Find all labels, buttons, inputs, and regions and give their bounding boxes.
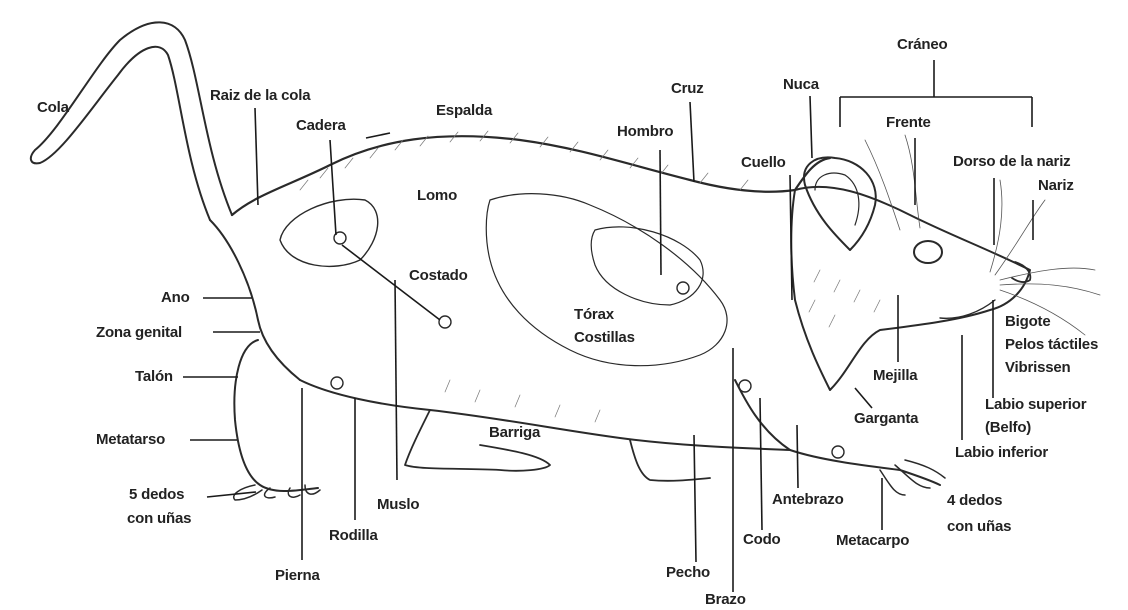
label-labio-inferior: Labio inferior xyxy=(955,444,1048,462)
label-espalda: Espalda xyxy=(436,102,492,120)
hip-contour xyxy=(280,199,378,266)
body-outline-rump xyxy=(210,220,300,380)
tail-outline xyxy=(31,22,232,220)
label-garganta: Garganta xyxy=(854,410,918,428)
ear-outline xyxy=(804,157,876,250)
eye xyxy=(914,241,942,263)
label-pecho: Pecho xyxy=(666,564,710,582)
label-hombro: Hombro xyxy=(617,123,673,141)
label-brazo: Brazo xyxy=(705,591,746,609)
label-codo: Codo xyxy=(743,531,781,549)
label-cruz: Cruz xyxy=(671,80,704,98)
label-frente: Frente xyxy=(886,114,931,132)
label-dorso-nariz: Dorso de la nariz xyxy=(953,153,1070,171)
label-raiz-cola: Raiz de la cola xyxy=(210,87,310,105)
label-muslo: Muslo xyxy=(377,496,419,514)
label-dedos-pata-1: 5 dedos xyxy=(129,486,184,504)
label-metacarpo: Metacarpo xyxy=(836,532,909,550)
label-bigote: Bigote xyxy=(1005,313,1050,331)
body-outline-belly xyxy=(300,380,790,450)
label-zona-genital: Zona genital xyxy=(96,324,182,342)
label-pelos-tactiles: Pelos táctiles xyxy=(1005,336,1098,354)
label-mejilla: Mejilla xyxy=(873,367,917,385)
front-leg xyxy=(735,380,940,485)
label-pierna: Pierna xyxy=(275,567,320,585)
label-torax: Tórax xyxy=(574,306,614,324)
label-dedos-mano-2: con uñas xyxy=(947,518,1011,536)
label-nariz: Nariz xyxy=(1038,177,1074,195)
mouth-line xyxy=(940,300,995,318)
label-dedos-pata-2: con uñas xyxy=(127,510,191,528)
label-nuca: Nuca xyxy=(783,76,819,94)
label-rodilla: Rodilla xyxy=(329,527,378,545)
label-cola: Cola xyxy=(37,99,69,117)
label-barriga: Barriga xyxy=(489,424,540,442)
label-costado: Costado xyxy=(409,267,468,285)
label-antebrazo: Antebrazo xyxy=(772,491,844,509)
label-lomo: Lomo xyxy=(417,187,457,205)
label-belfo: (Belfo) xyxy=(985,419,1031,437)
label-talon: Talón xyxy=(135,368,173,386)
label-cadera: Cadera xyxy=(296,117,346,135)
label-dedos-mano-1: 4 dedos xyxy=(947,492,1002,510)
label-metatarso: Metatarso xyxy=(96,431,165,449)
front-foot xyxy=(880,460,945,495)
hind-leg xyxy=(234,340,318,491)
label-vibrissen: Vibrissen xyxy=(1005,359,1070,377)
label-craneo: Cráneo xyxy=(897,36,947,54)
label-costillas: Costillas xyxy=(574,329,635,347)
label-cuello: Cuello xyxy=(741,154,786,172)
label-labio-superior: Labio superior xyxy=(985,396,1086,414)
label-ano: Ano xyxy=(161,289,190,307)
